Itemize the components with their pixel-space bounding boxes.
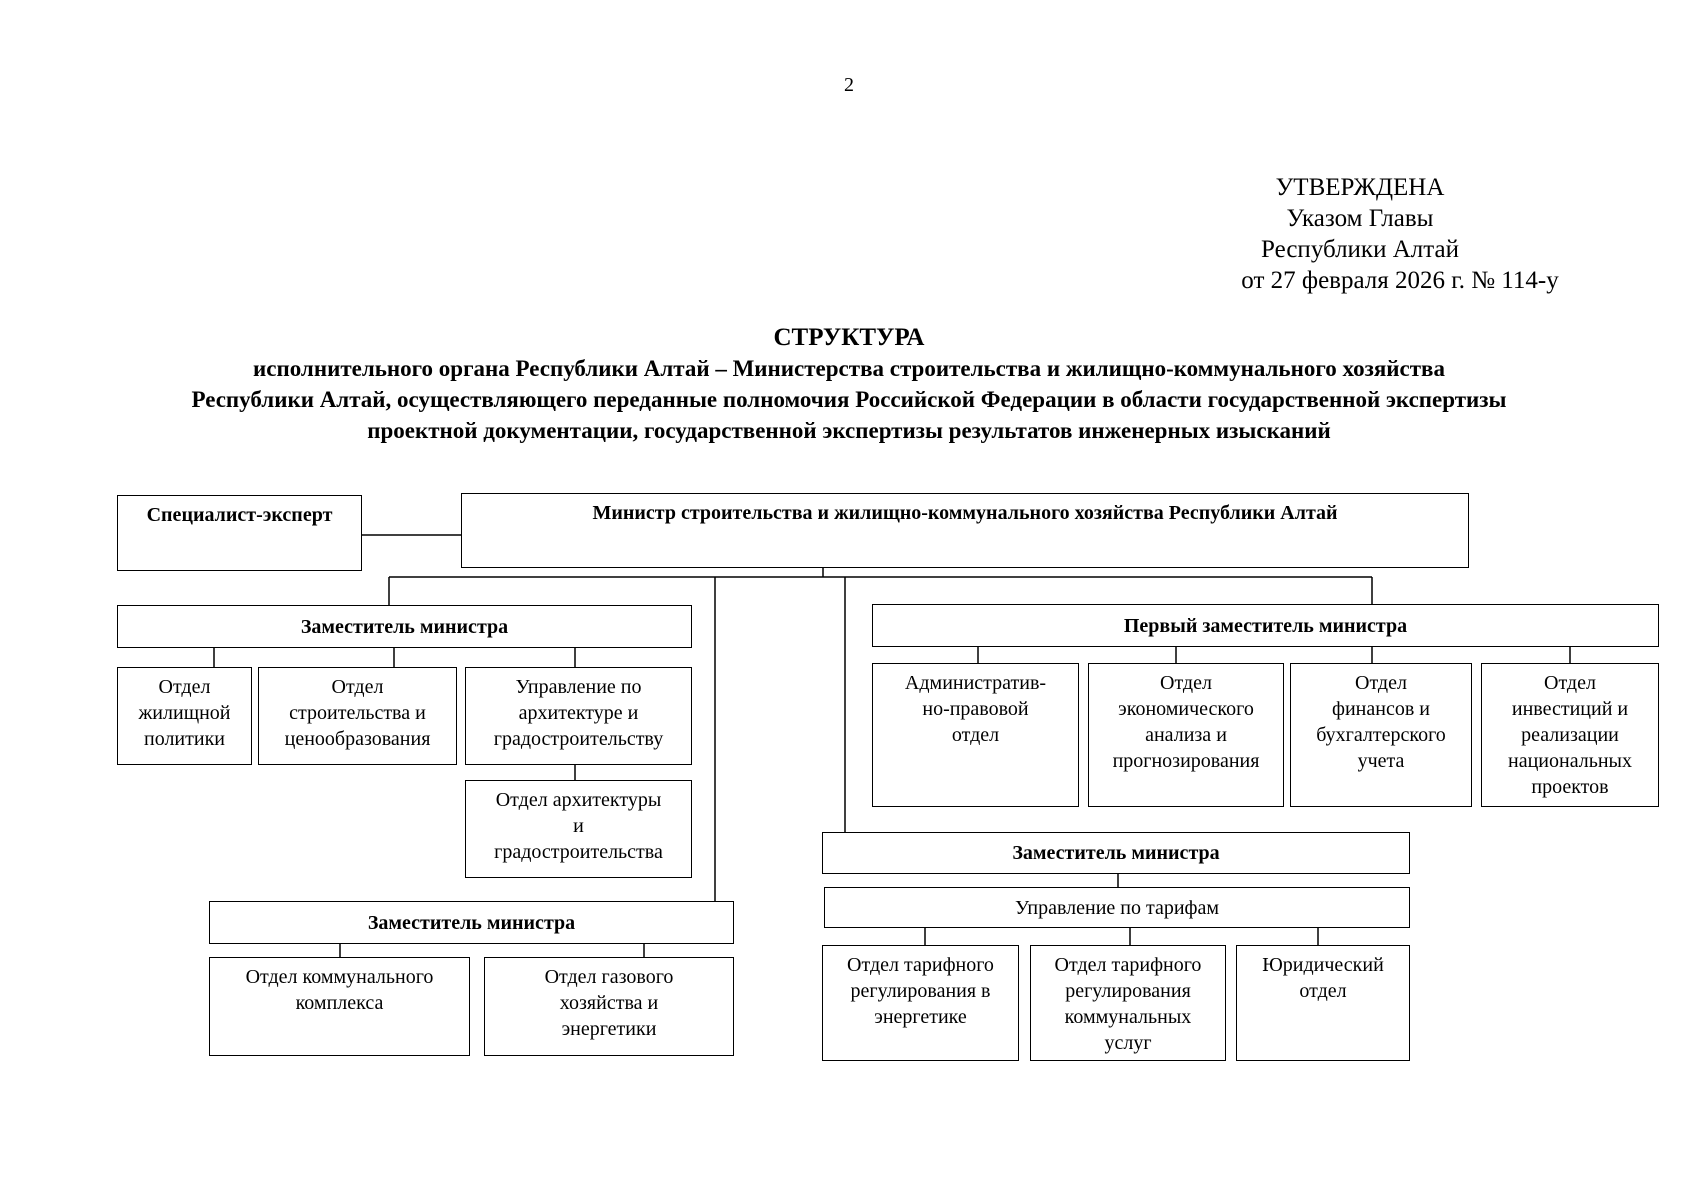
dept-construction-box: Отдел строительства и ценообразования: [258, 667, 457, 765]
specialist-expert-box: Специалист-эксперт: [117, 495, 362, 571]
dept-econ-line-2: экономического: [1118, 698, 1254, 720]
approval-date: от 27 февраля 2026 г. № 114-у: [1241, 267, 1559, 294]
dept-construction-line-1: Отдел: [331, 676, 384, 698]
dept-invest-line-1: Отдел: [1544, 672, 1596, 694]
approval-decree: Указом Главы: [1286, 205, 1434, 232]
dept-legal-line-2: отдел: [1299, 980, 1347, 1002]
specialist-expert-label: Специалист-эксперт: [146, 504, 333, 526]
dept-tariff-energy-line-2: регулирования в: [850, 980, 991, 1002]
dept-invest-line-5: проектов: [1531, 776, 1609, 798]
dept-housing-box: Отдел жилищной политики: [117, 667, 252, 765]
subtitle-line-2: Республики Алтай, осуществляющего переда…: [191, 387, 1507, 412]
minister-box: Министр строительства и жилищно-коммунал…: [461, 493, 1469, 568]
first-deputy-minister-box: Первый заместитель министра: [872, 604, 1659, 647]
dept-tariff-communal-box: Отдел тарифного регулирования коммунальн…: [1030, 945, 1226, 1061]
dept-construction-line-3: ценообразования: [284, 728, 431, 750]
dept-housing-line-2: жилищной: [138, 702, 231, 724]
dept-architecture-box: Отдел архитектуры и градостроительства: [465, 780, 692, 878]
mgmt-architecture-line-2: архитектуре и: [518, 702, 639, 724]
deputy-minister-right-label: Заместитель министра: [1012, 842, 1220, 864]
deputy-minister-right-box: Заместитель министра: [822, 832, 1410, 874]
minister-label: Министр строительства и жилищно-коммунал…: [592, 502, 1338, 524]
dept-finance-line-2: финансов и: [1332, 698, 1430, 720]
dept-tariff-energy-box: Отдел тарифного регулирования в энергети…: [822, 945, 1019, 1061]
dept-finance-line-1: Отдел: [1355, 672, 1407, 694]
dept-architecture-line-1: Отдел архитектуры: [495, 789, 662, 811]
dept-architecture-line-3: градостроительства: [494, 841, 663, 863]
mgmt-tariffs-box: Управление по тарифам: [824, 887, 1410, 928]
dept-gas-line-1: Отдел газового: [544, 966, 674, 988]
dept-tariff-communal-line-4: услуг: [1104, 1032, 1152, 1054]
dept-legal-box: Юридический отдел: [1236, 945, 1410, 1061]
dept-econ-line-3: анализа и: [1145, 724, 1227, 746]
deputy-minister-bottom-left-box: Заместитель министра: [209, 901, 734, 944]
mgmt-architecture-line-1: Управление по: [515, 676, 642, 698]
dept-tariff-energy-line-1: Отдел тарифного: [847, 954, 994, 976]
dept-construction-line-2: строительства и: [289, 702, 426, 724]
dept-invest-line-3: реализации: [1521, 724, 1619, 746]
dept-communal-box: Отдел коммунального комплекса: [209, 957, 470, 1056]
dept-gas-line-3: энергетики: [561, 1018, 657, 1040]
deputy-minister-left-label: Заместитель министра: [300, 615, 509, 638]
dept-invest-box: Отдел инвестиций и реализации национальн…: [1481, 663, 1659, 807]
dept-communal-line-2: комплекса: [295, 992, 384, 1014]
first-deputy-minister-label: Первый заместитель министра: [1123, 614, 1408, 637]
document-subtitle: исполнительного органа Республики Алтай …: [40, 353, 1658, 446]
mgmt-architecture-box: Управление по архитектуре и градостроите…: [465, 667, 692, 765]
subtitle-line-1: исполнительного органа Республики Алтай …: [253, 356, 1445, 381]
dept-housing-line-3: политики: [144, 728, 225, 750]
dept-econ-line-1: Отдел: [1160, 672, 1212, 694]
dept-econ-line-4: прогнозирования: [1112, 750, 1260, 772]
dept-finance-line-3: бухгалтерского: [1316, 724, 1446, 746]
mgmt-architecture-line-3: градостроительству: [493, 728, 664, 750]
dept-communal-line-1: Отдел коммунального: [245, 966, 434, 988]
deputy-minister-left-box: Заместитель министра: [117, 605, 692, 648]
dept-gas-box: Отдел газового хозяйства и энергетики: [484, 957, 734, 1056]
dept-finance-box: Отдел финансов и бухгалтерского учета: [1290, 663, 1472, 807]
deputy-minister-bottom-left-label: Заместитель министра: [367, 911, 576, 934]
dept-finance-line-4: учета: [1357, 750, 1405, 772]
dept-architecture-line-2: и: [573, 815, 584, 837]
subtitle-line-3: проектной документации, государственной …: [367, 418, 1331, 443]
dept-housing-line-1: Отдел: [158, 676, 211, 698]
page-number: 2: [844, 74, 854, 96]
dept-invest-line-4: национальных: [1508, 750, 1632, 772]
dept-legal-line-1: Юридический: [1262, 954, 1384, 976]
dept-admin-line-3: отдел: [951, 724, 1000, 746]
document-title: СТРУКТУРА: [773, 324, 925, 351]
dept-econ-box: Отдел экономического анализа и прогнозир…: [1088, 663, 1284, 807]
mgmt-tariffs-label: Управление по тарифам: [1014, 896, 1220, 919]
approval-stamp-heading: УТВЕРЖДЕНА: [1275, 174, 1445, 201]
dept-admin-box: Административ- но-правовой отдел: [872, 663, 1079, 807]
dept-admin-line-1: Административ-: [904, 672, 1047, 694]
dept-tariff-communal-line-3: коммунальных: [1064, 1006, 1192, 1028]
approval-region: Республики Алтай: [1261, 236, 1459, 263]
dept-tariff-energy-line-3: энергетике: [874, 1006, 967, 1028]
dept-invest-line-2: инвестиций и: [1511, 698, 1629, 720]
dept-gas-line-2: хозяйства и: [559, 992, 659, 1014]
dept-tariff-communal-line-2: регулирования: [1065, 980, 1191, 1002]
dept-admin-line-2: но-правовой: [922, 698, 1029, 720]
dept-tariff-communal-line-1: Отдел тарифного: [1054, 954, 1202, 976]
